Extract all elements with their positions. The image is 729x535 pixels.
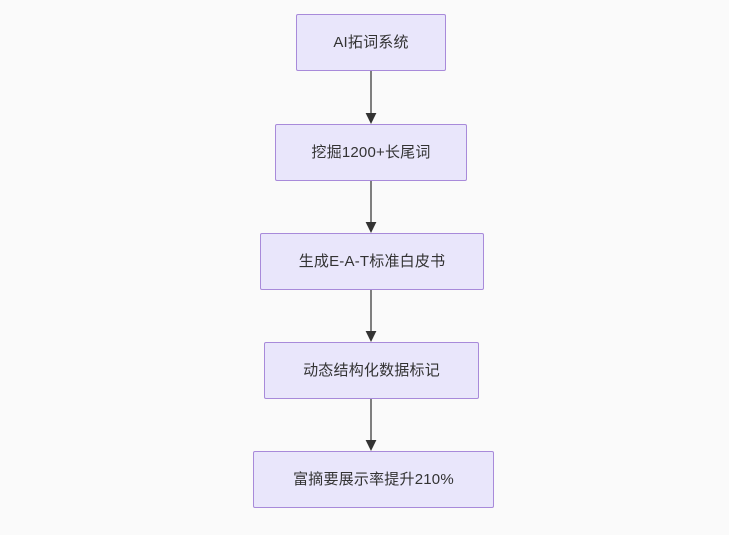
flow-node-dynamic-structured-data-markup[interactable]: 动态结构化数据标记 [264,342,479,399]
flow-edge-n1-n2 [361,71,381,124]
flow-edge-n3-n4 [361,290,381,342]
flow-node-mine-longtail-keywords[interactable]: 挖掘1200+长尾词 [275,124,467,181]
flow-edge-n2-n3 [361,181,381,233]
flow-node-ai-keyword-system[interactable]: AI拓词系统 [296,14,446,71]
flow-node-rich-snippet-impression-uplift[interactable]: 富摘要展示率提升210% [253,451,494,508]
flow-node-label: 动态结构化数据标记 [303,361,440,379]
flow-node-label: 生成E-A-T标准白皮书 [298,252,446,270]
flow-node-label: AI拓词系统 [333,33,409,51]
flow-edge-n4-n5 [361,399,381,451]
flow-node-label: 富摘要展示率提升210% [293,470,454,488]
flow-node-generate-eat-whitepaper[interactable]: 生成E-A-T标准白皮书 [260,233,484,290]
flow-node-label: 挖掘1200+长尾词 [311,143,431,161]
